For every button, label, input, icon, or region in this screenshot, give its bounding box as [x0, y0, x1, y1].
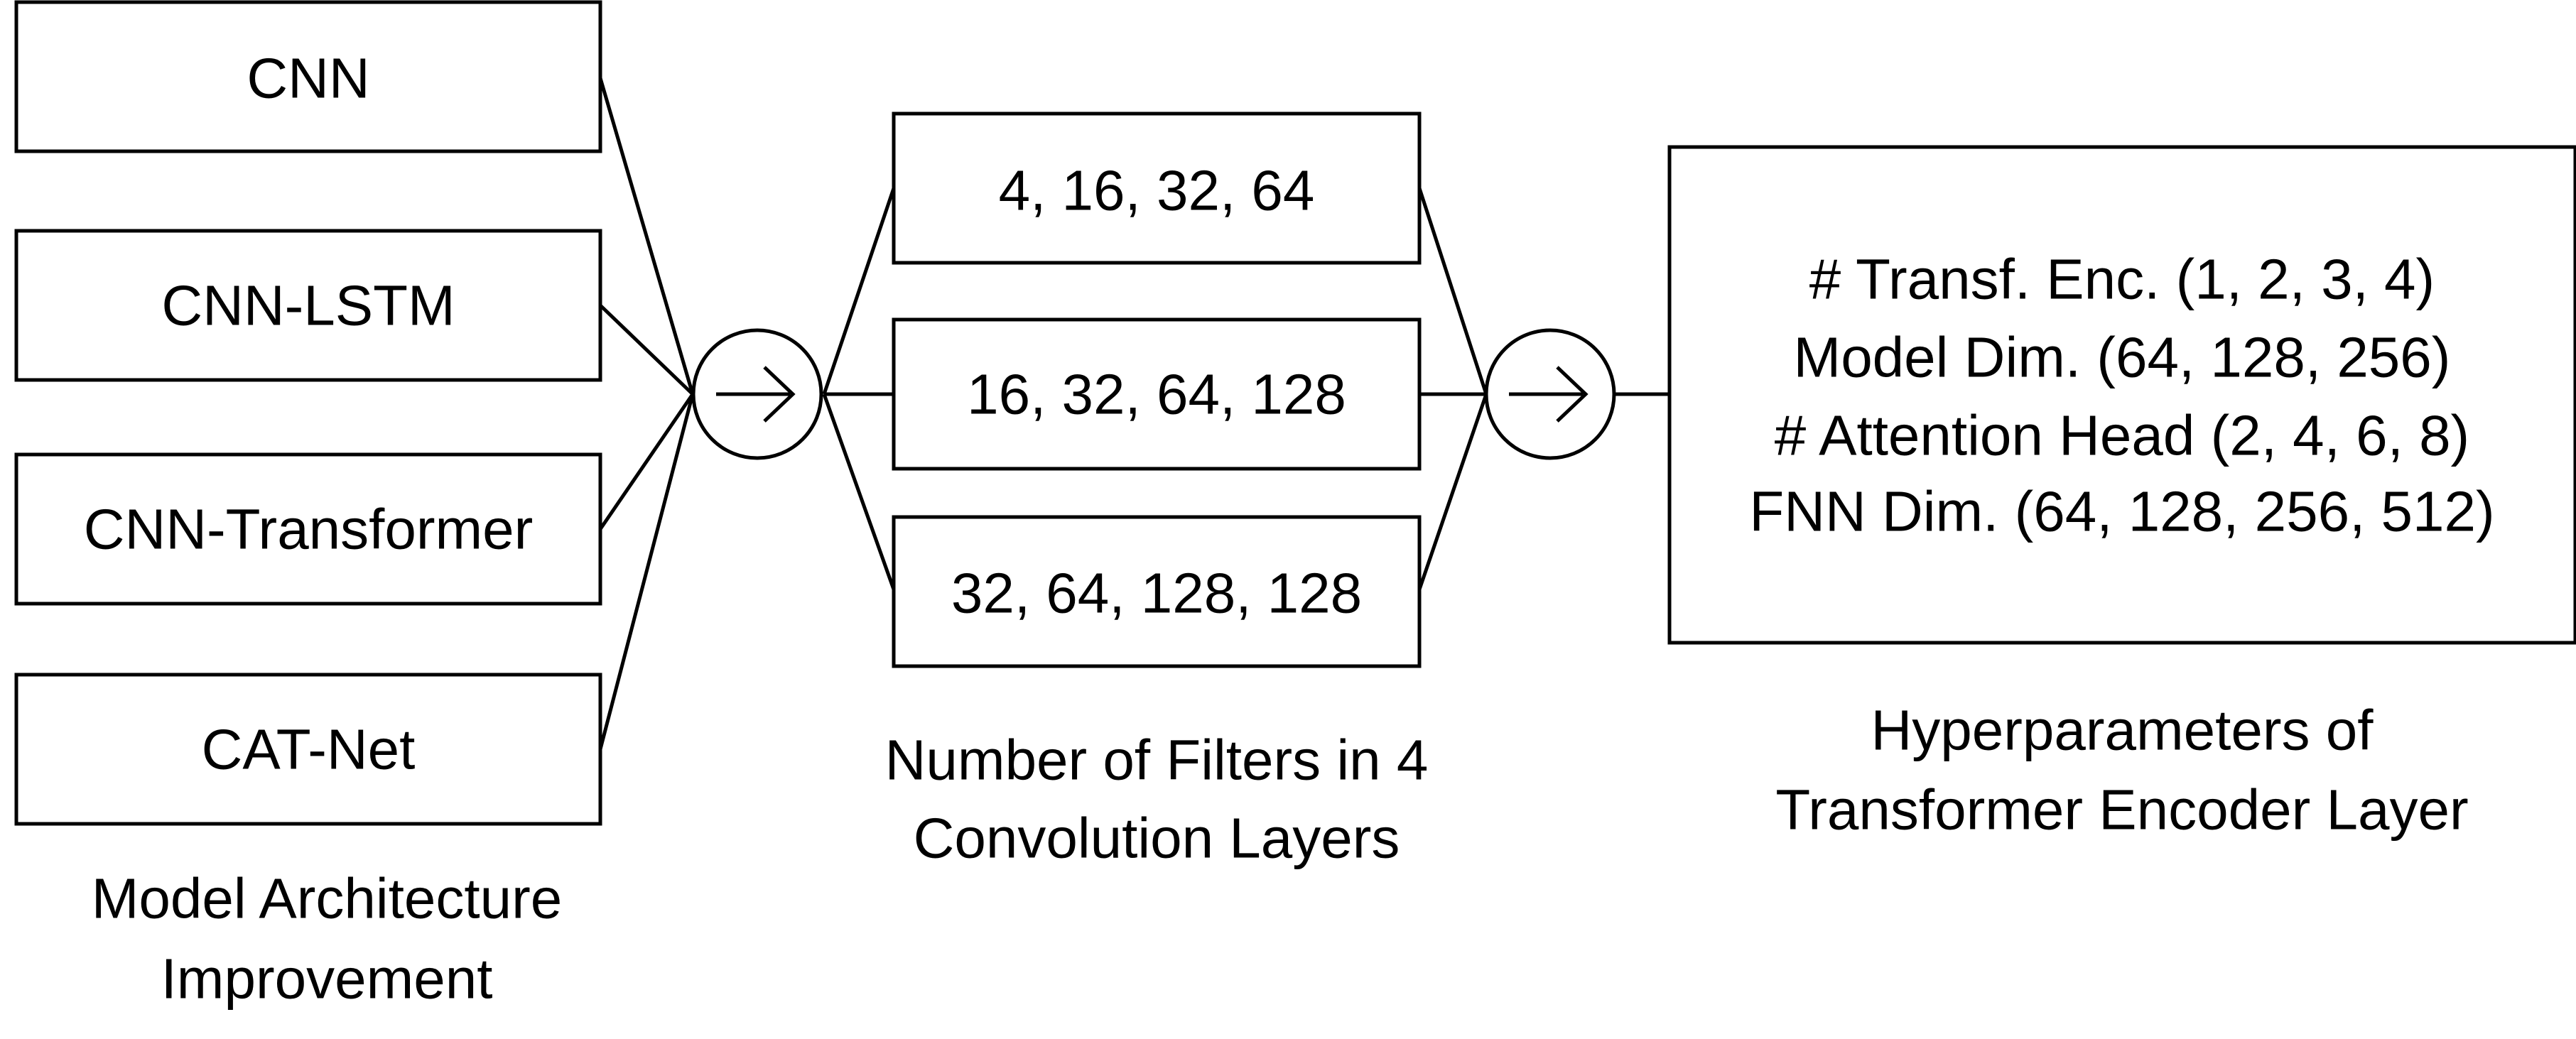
architecture-caption: Model Architecture Improvement: [92, 867, 563, 1011]
filter-box-2: 16, 32, 64, 128: [892, 317, 1422, 471]
filter-out-edges: [1417, 187, 1488, 590]
architecture-box-cnn-lstm: CNN-LSTM: [14, 229, 602, 382]
filter-column: 4, 16, 32, 64 16, 32, 64, 128 32, 64, 12…: [892, 111, 1422, 668]
filter-label: 4, 16, 32, 64: [999, 159, 1315, 222]
filter-label: 16, 32, 64, 128: [967, 363, 1346, 426]
architecture-label: CNN-LSTM: [161, 274, 455, 337]
caption-line: Improvement: [161, 947, 493, 1011]
architecture-label: CNN-Transformer: [84, 498, 534, 561]
architecture-box-cnn: CNN: [14, 0, 602, 153]
edge-filter-3-to-junction: [1417, 393, 1488, 590]
caption-line: Number of Filters in 4: [885, 729, 1429, 792]
architecture-box-cat-net: CAT-Net: [14, 673, 602, 826]
filter-caption: Number of Filters in 4 Convolution Layer…: [885, 729, 1429, 870]
edge-filter-1-to-junction: [1417, 187, 1488, 395]
transformer-hyperparameter-box: # Transf. Enc. (1, 2, 3, 4) Model Dim. (…: [1667, 145, 2576, 645]
architecture-label: CNN: [247, 47, 369, 110]
hyperparameter-model-dim: Model Dim. (64, 128, 256): [1794, 326, 2451, 389]
arrow-right-circle-icon: [691, 328, 823, 460]
hyperparameter-transformer-encoders: # Transf. Enc. (1, 2, 3, 4): [1809, 248, 2435, 311]
architecture-label: CAT-Net: [202, 718, 416, 781]
transformer-caption: Hyperparameters of Transformer Encoder L…: [1775, 699, 2468, 842]
filter-box-3: 32, 64, 128, 128: [892, 515, 1422, 668]
architecture-column: CNN CNN-LSTM CNN-Transformer CAT-Net: [14, 0, 602, 826]
filter-box-1: 4, 16, 32, 64: [892, 111, 1422, 265]
arrow-right-circle-icon: [1484, 328, 1616, 460]
edge-cnn-to-junction: [598, 77, 695, 395]
hyperparameter-attention-heads: # Attention Head (2, 4, 6, 8): [1775, 404, 2469, 467]
caption-line: Convolution Layers: [914, 807, 1400, 870]
caption-line: Transformer Encoder Layer: [1775, 778, 2468, 842]
edge-junction-to-filter-1: [822, 187, 896, 395]
caption-line: Hyperparameters of: [1871, 699, 2374, 762]
edge-cnn-transformer-to-junction: [598, 393, 695, 531]
edge-cat-net-to-junction: [598, 393, 695, 750]
architecture-edges: [598, 77, 695, 750]
caption-line: Model Architecture: [92, 867, 563, 930]
edge-junction-to-filter-3: [822, 393, 896, 590]
architecture-box-cnn-transformer: CNN-Transformer: [14, 452, 602, 606]
filter-in-edges: [822, 187, 896, 590]
edge-cnn-lstm-to-junction: [599, 304, 694, 396]
filter-label: 32, 64, 128, 128: [951, 562, 1362, 625]
hyperparameter-fnn-dim: FNN Dim. (64, 128, 256, 512): [1749, 480, 2494, 543]
